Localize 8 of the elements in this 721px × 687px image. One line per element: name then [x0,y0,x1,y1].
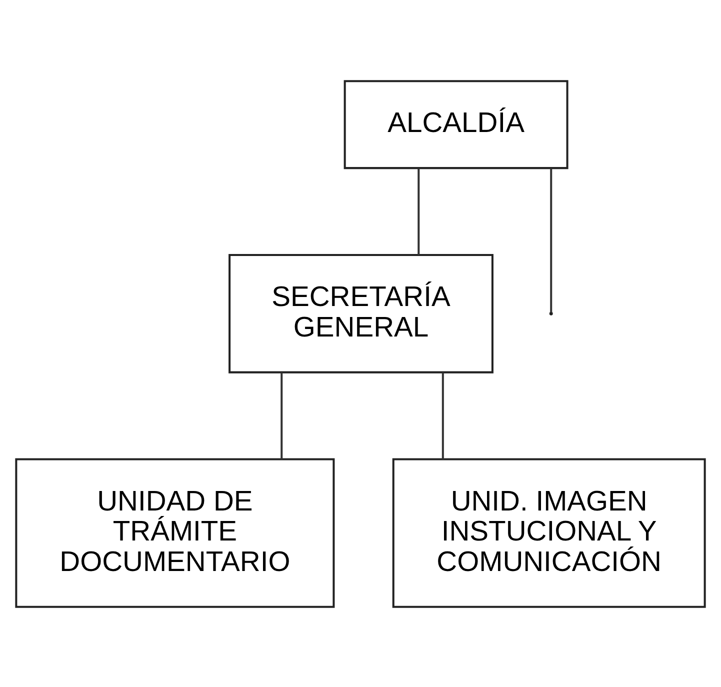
node-box: UNIDAD DE TRÁMITE DOCUMENTARIO [15,458,335,608]
connector [550,168,552,312]
node-box: SECRETARÍA GENERAL [228,254,494,373]
connector [442,372,444,459]
node-box: ALCALDÍA [344,80,568,169]
connector [418,168,420,254]
connector [280,372,283,459]
node-box: UNID. IMAGEN INSTUCIONAL Y COMUNICACIÓN [392,458,706,608]
